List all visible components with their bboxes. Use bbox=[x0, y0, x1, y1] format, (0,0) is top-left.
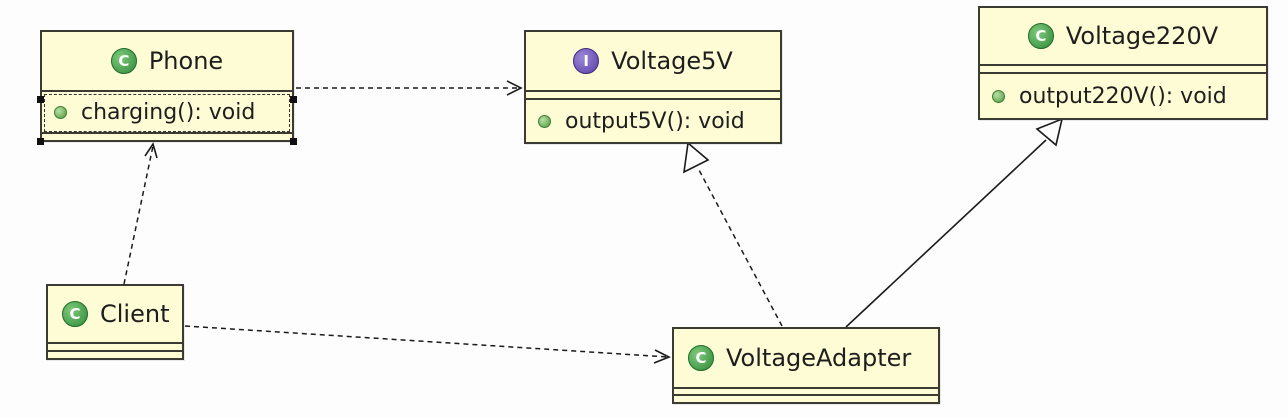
class-client-header: C Client bbox=[48, 286, 182, 344]
edge-client-to-voltageadapter[interactable] bbox=[184, 325, 671, 364]
edge-voltageadapter-extends-voltage220v[interactable] bbox=[845, 117, 1064, 328]
class-icon: C bbox=[1027, 23, 1054, 49]
class-client[interactable]: C Client bbox=[46, 284, 184, 360]
operation-row[interactable]: output5V(): void bbox=[526, 100, 780, 142]
class-icon: C bbox=[62, 301, 88, 327]
attribute-compartment bbox=[526, 92, 780, 100]
class-name: VoltageAdapter bbox=[726, 344, 912, 372]
selection-handle[interactable] bbox=[290, 96, 297, 103]
interface-icon: I bbox=[573, 48, 600, 74]
operation-signature: output5V(): void bbox=[565, 108, 745, 134]
selection-handle[interactable] bbox=[37, 96, 44, 103]
public-method-icon bbox=[992, 89, 1005, 103]
class-voltage220v-header: C Voltage220V bbox=[980, 8, 1266, 66]
public-method-icon bbox=[538, 114, 551, 128]
interface-name: Voltage5V bbox=[611, 47, 733, 75]
class-icon: C bbox=[688, 345, 714, 371]
edge-voltageadapter-realizes-voltage5v[interactable] bbox=[683, 141, 783, 327]
interface-voltage5v[interactable]: I Voltage5V output5V(): void bbox=[524, 30, 782, 144]
class-icon: C bbox=[110, 48, 137, 74]
operation-row[interactable]: output220V(): void bbox=[980, 74, 1266, 118]
edge-phone-to-voltage5v[interactable] bbox=[296, 80, 523, 96]
class-name: Phone bbox=[148, 47, 224, 75]
class-voltageadapter[interactable]: C VoltageAdapter bbox=[672, 327, 940, 404]
operation-row[interactable]: charging(): void bbox=[42, 92, 292, 134]
class-phone[interactable]: C Phone charging(): void bbox=[37, 30, 297, 145]
operation-signature: output220V(): void bbox=[1019, 83, 1227, 109]
selection-handle[interactable] bbox=[290, 138, 297, 145]
selection-handle[interactable] bbox=[37, 138, 44, 145]
class-name: Voltage220V bbox=[1065, 22, 1219, 50]
class-phone-header: C Phone bbox=[42, 32, 292, 92]
interface-voltage5v-header: I Voltage5V bbox=[526, 32, 780, 92]
attribute-compartment bbox=[980, 66, 1266, 74]
class-voltage220v[interactable]: C Voltage220V output220V(): void bbox=[978, 6, 1268, 120]
edge-client-to-phone[interactable] bbox=[123, 142, 158, 285]
class-name: Client bbox=[100, 300, 170, 328]
attribute-compartment bbox=[674, 389, 938, 396]
operation-signature: charging(): void bbox=[81, 99, 256, 125]
public-method-icon bbox=[54, 105, 67, 119]
class-voltageadapter-header: C VoltageAdapter bbox=[674, 329, 938, 389]
attribute-compartment bbox=[48, 344, 182, 352]
